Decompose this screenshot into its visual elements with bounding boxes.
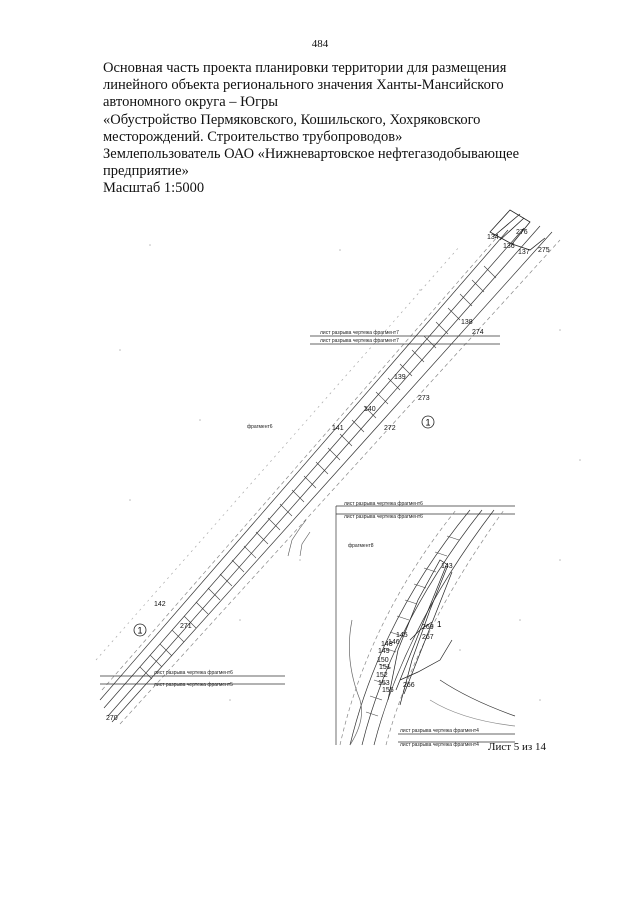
point-number: 275 [538, 247, 550, 254]
header-line: Основная часть проекта планировки террит… [103, 60, 507, 76]
point-number: 136 [503, 243, 515, 250]
fragment-label: фрагмент6 [247, 424, 273, 430]
point-number: 141 [332, 425, 344, 432]
header-line: предприятие» [103, 163, 189, 180]
point-number: 271 [180, 623, 192, 630]
point-numbers: 276 134 136 137 275 138 274 139 273 140 … [106, 229, 550, 722]
point-number: 150 [377, 657, 389, 664]
header-line: «Обустройство Пермяковского, Кошильского… [103, 111, 481, 128]
point-number: 148 [381, 641, 393, 648]
point-number: 153 [378, 680, 390, 687]
point-number: 152 [376, 672, 388, 679]
marker-1: 1 [133, 623, 147, 637]
document-header: Основная часть проекта планировки террит… [103, 60, 573, 198]
break-label: лист разрыва чертежа фрагмент5 [154, 682, 233, 688]
fragment-label: фрагмент8 [348, 543, 374, 549]
point-number: 140 [364, 406, 376, 413]
scale-line: Масштаб 1:5000 [103, 180, 205, 197]
side-branch [287, 519, 311, 557]
inset-hatching [365, 535, 460, 717]
header-line: Землепользователь ОАО «Нижневартовское н… [103, 146, 520, 163]
point-number: 145 [396, 632, 408, 639]
page-number: 484 [311, 38, 329, 50]
point-number: 137 [518, 249, 530, 256]
break-label: лист разрыва чертежа фрагмент4 [400, 728, 479, 734]
main-corridor [95, 225, 561, 725]
marker-1-label: 1 [437, 620, 442, 629]
header-line: месторождений. Строительство трубопровод… [103, 128, 403, 145]
corridor-hatching [139, 265, 497, 680]
point-number: 151 [379, 664, 391, 671]
point-number: 267 [422, 634, 434, 641]
point-number: 134 [487, 234, 499, 241]
point-number: 143 [441, 563, 453, 570]
header-line: автономного округа – Югры [103, 94, 279, 111]
point-number: 270 [106, 715, 118, 722]
point-number: 146 [388, 639, 400, 646]
background-dots [119, 244, 581, 701]
point-number: 274 [472, 329, 484, 336]
point-number: 269 [422, 624, 434, 631]
break-label: лист разрыва чертежа фрагмент7 [320, 330, 399, 336]
point-number: 276 [516, 229, 528, 236]
point-number: 138 [461, 319, 473, 326]
break-label: лист разрыва чертежа фрагмент6 [344, 501, 423, 507]
svg-text:1: 1 [425, 418, 430, 428]
point-number: 272 [384, 425, 396, 432]
break-label: лист разрыва чертежа фрагмент6 [344, 514, 423, 520]
point-number: 266 [403, 682, 415, 689]
point-number: 155 [382, 687, 394, 694]
point-number: 142 [154, 601, 166, 608]
header-line: линейного объекта регионального значения… [103, 77, 504, 94]
labels: фрагмент6 фрагмент8 лист разрыва чертежа… [154, 330, 479, 748]
point-number: 139 [394, 374, 406, 381]
break-label: лист разрыва чертежа фрагмент6 [154, 670, 233, 676]
svg-text:1: 1 [137, 626, 142, 636]
top-end-detail [489, 209, 546, 251]
sheet-number: Лист 5 из 14 [488, 741, 547, 753]
point-number: 273 [418, 395, 430, 402]
marker-1: 1 [421, 415, 435, 429]
point-number: 149 [378, 648, 390, 655]
break-label: лист разрыва чертежа фрагмент7 [320, 338, 399, 344]
break-label: лист разрыва чертежа фрагмент4 [400, 742, 479, 748]
break-lines-upper [100, 335, 500, 685]
inset-fragment [335, 505, 516, 746]
